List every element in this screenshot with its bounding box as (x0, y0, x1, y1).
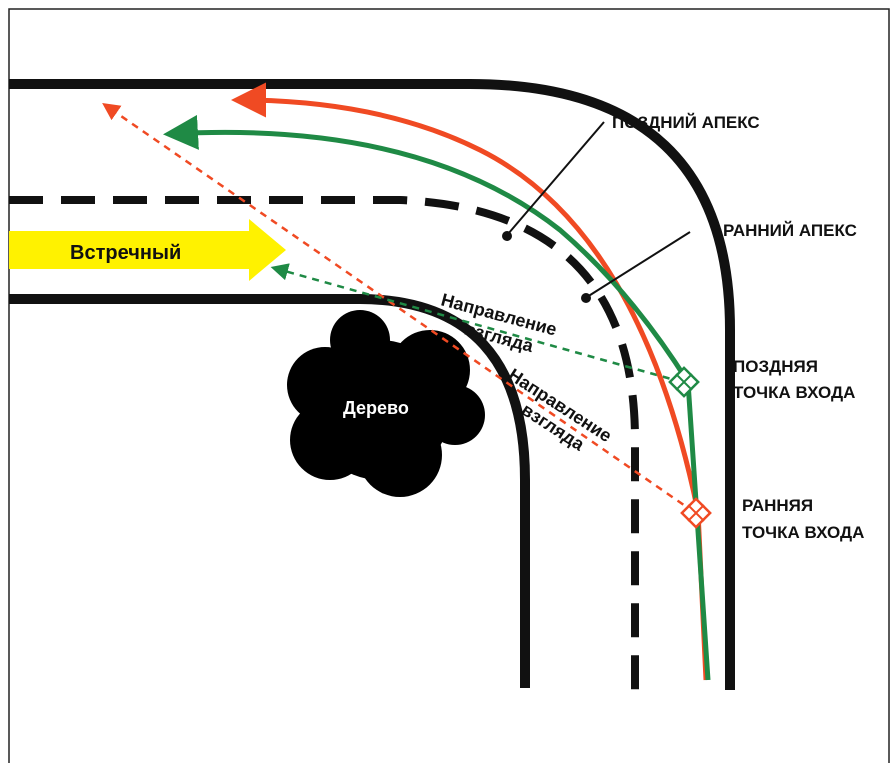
early-apex-pointer (586, 231, 691, 298)
late-entry-marker (668, 366, 700, 398)
late-apex-dot (502, 231, 512, 241)
early-entry-label-line2: ТОЧКА ВХОДА (742, 523, 864, 542)
early-entry-marker (680, 497, 712, 529)
oncoming-label: Встречный (70, 242, 181, 264)
tree-label: Дерево (343, 398, 409, 418)
frame-border (8, 8, 890, 763)
early-gaze-line (102, 103, 695, 514)
late-racing-line (163, 114, 711, 681)
early-entry-label-line1: РАННЯЯ (742, 496, 813, 515)
tree-shape (287, 310, 485, 497)
early-apex-dot (581, 293, 591, 303)
late-gaze-line (270, 263, 683, 384)
late-entry-label-line1: ПОЗДНЯЯ (733, 357, 818, 376)
late-apex-label: ПОЗДНИЙ АПЕКС (612, 113, 760, 132)
oncoming-arrow (9, 219, 286, 281)
outer-road-edge (9, 79, 735, 690)
late-entry-label-line2: ТОЧКА ВХОДА (733, 383, 855, 402)
early-racing-line (231, 82, 709, 681)
late-apex-pointer (507, 121, 605, 235)
center-dashed-line (9, 196, 639, 690)
early-apex-label: РАННИЙ АПЕКС (723, 221, 857, 240)
